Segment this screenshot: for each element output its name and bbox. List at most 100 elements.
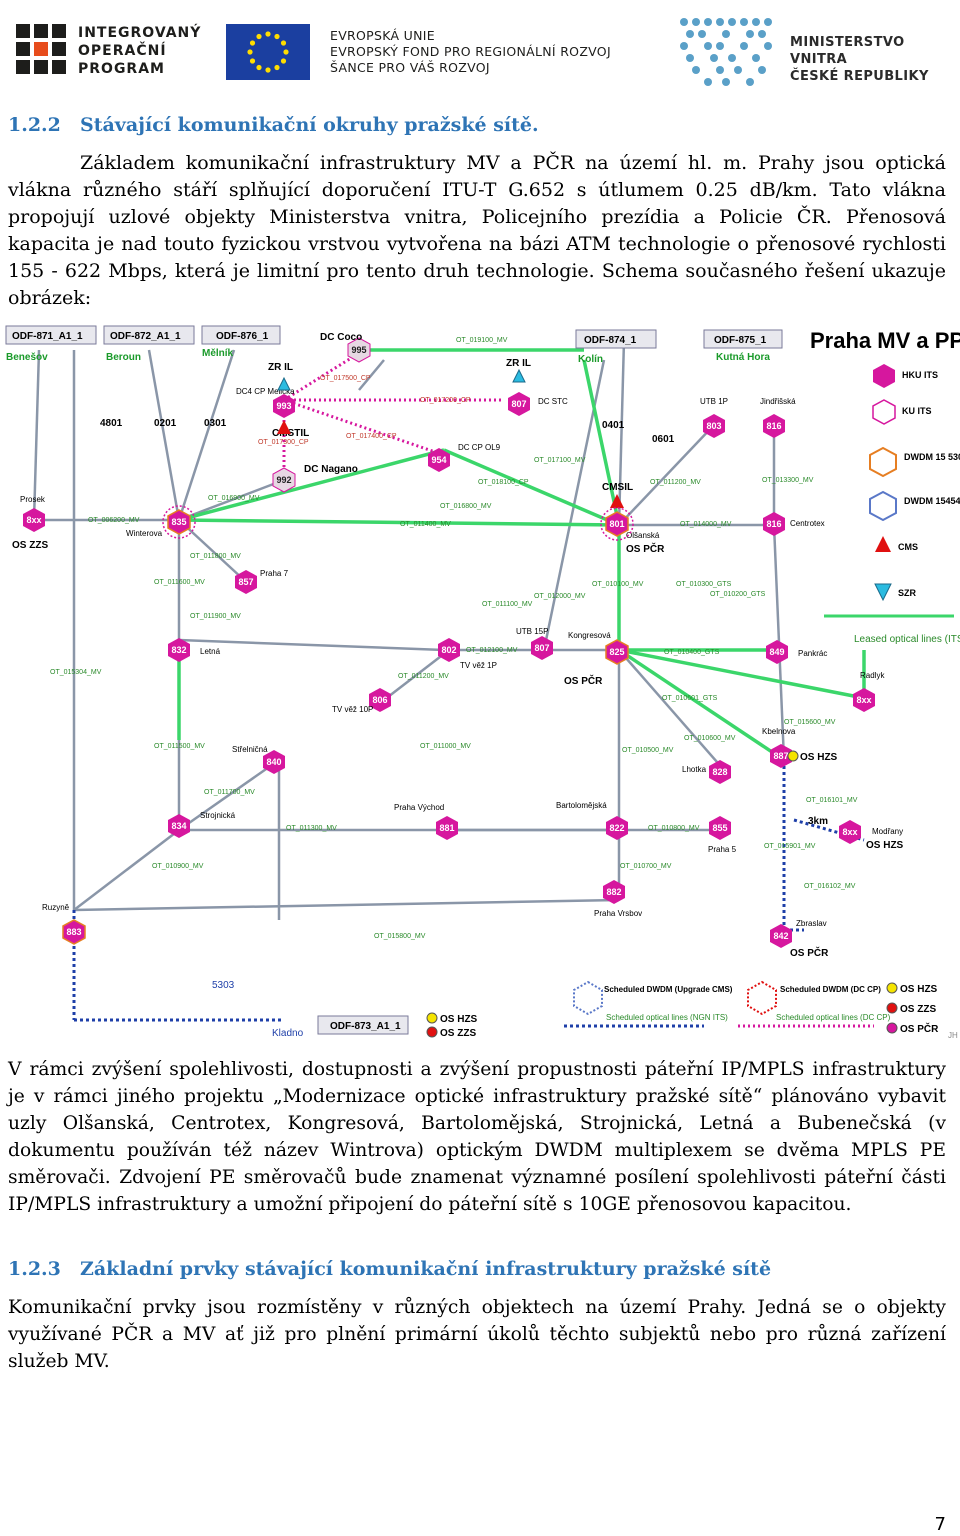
link-label: OT_015800_MV	[374, 933, 426, 940]
link-label: OT_017200_CP	[420, 397, 471, 404]
link-label: OT_010500_MV	[622, 747, 674, 754]
node-label: 807	[534, 643, 549, 653]
node-label: 883	[66, 927, 81, 937]
link-label: OT_015901_MV	[764, 843, 816, 850]
location-label: Prosek	[20, 495, 46, 504]
link-label: OT_016800_MV	[440, 503, 492, 510]
link-label: OT_018100_CP	[478, 479, 529, 486]
node-label: 832	[171, 645, 186, 655]
os-label: OS ZZS	[12, 540, 48, 551]
location-label: Praha 5	[708, 845, 737, 854]
legend: HKU ITS KU ITS DWDM 15 530 DWDM 15454 CM…	[824, 364, 960, 645]
location-label: Ruzyně	[42, 903, 70, 912]
node-label: 887	[773, 751, 788, 761]
node-label: 842	[773, 931, 788, 941]
link-label: OT_010601_GTS	[662, 695, 718, 702]
section-title: Stávající komunikační okruhy pražské sít…	[80, 114, 539, 136]
iop-line: OPERAČNÍ	[78, 43, 167, 59]
link-label: OT_019100_MV	[456, 337, 508, 344]
iop-line: PROGRAM	[78, 61, 165, 77]
iop-line: INTEGROVANÝ	[78, 25, 202, 41]
link-label: OT_015304_MV	[50, 669, 102, 676]
place-label: Kutná Hora	[716, 352, 770, 363]
node-label: 803	[706, 421, 721, 431]
mv-line: ČESKÉ REPUBLIKY	[790, 69, 929, 84]
location-label: Modřany	[872, 827, 903, 836]
mv-text: MINISTERSTVO VNITRA ČESKÉ REPUBLIKY	[790, 34, 950, 85]
location-label: DC STC	[538, 397, 568, 406]
iop-text: INTEGROVANÝ OPERAČNÍ PROGRAM	[78, 24, 201, 78]
location-label: Praha Vrsbov	[594, 909, 642, 918]
location-label: CMSIL	[602, 482, 633, 493]
location-label: Strojnická	[200, 811, 236, 820]
odf-label: ODF-873_A1_1	[330, 1021, 401, 1032]
eu-line: EVROPSKÝ FOND PRO REGIONÁLNÍ ROZVOJ	[330, 44, 611, 59]
link-label: OT_011500_MV	[154, 743, 205, 750]
location-label: DC Nagano	[304, 464, 358, 475]
legend-label: Leased optical lines (ITS)	[854, 634, 960, 645]
location-label: Kbelnova	[762, 727, 796, 736]
eu-line: EVROPSKÁ UNIE	[330, 28, 435, 43]
link-label: OT_015600_MV	[784, 719, 836, 726]
odf-label: ODF-875_1	[714, 335, 767, 346]
node-group: 835 993 992 995 954 807 801 803 816 816 …	[23, 337, 875, 948]
location-label: Střelničná	[232, 745, 268, 754]
number-label: 4801	[100, 418, 123, 429]
location-label: TV věž 10P	[332, 705, 373, 714]
odf-label: ODF-871_A1_1	[12, 331, 83, 342]
legend-label: DWDM 15454	[904, 496, 960, 506]
node-label: 834	[171, 821, 186, 831]
node-label: 816	[766, 519, 781, 529]
network-diagram: ODF-871_A1_1 ODF-872_A1_1 ODF-876_1 ODF-…	[4, 320, 960, 1044]
node-label: 816	[766, 421, 781, 431]
diagram-title: Praha MV a PP	[810, 328, 960, 353]
location-label: Lhotka	[682, 765, 707, 774]
location-label: UTB 15P	[516, 627, 548, 636]
node-label: 881	[439, 823, 454, 833]
link-label: OT_011300_MV	[286, 825, 337, 832]
legend-label: Scheduled DWDM (DC CP)	[780, 985, 881, 994]
link-label: OT_011900_MV	[190, 613, 241, 620]
legend-label: OS HZS	[900, 984, 938, 995]
odf-label: ODF-874_1	[584, 335, 637, 346]
link-label: OT_011700_MV	[204, 789, 255, 796]
node-label: 825	[609, 647, 624, 657]
link-label: OT_010600_MV	[684, 735, 736, 742]
node-label: 8xx	[26, 515, 41, 525]
odf-label: ODF-876_1	[216, 331, 269, 342]
link-label: OT_017400_CP	[346, 433, 397, 440]
link-label: OT_006200_MV	[88, 517, 140, 524]
legend-label: OS HZS	[440, 1014, 478, 1025]
place-label: Kladno	[272, 1028, 304, 1039]
eu-logo: EVROPSKÁ UNIE EVROPSKÝ FOND PRO REGIONÁL…	[226, 16, 626, 86]
location-label: 3km	[808, 816, 828, 827]
mv-line: MINISTERSTVO VNITRA	[790, 35, 905, 67]
legend-label: OS PČR	[900, 1022, 939, 1035]
location-label: DC Coco	[320, 332, 362, 343]
legend-label: CMS	[898, 542, 918, 552]
link-label: OT_010100_MV	[592, 581, 644, 588]
paragraph-2: V rámci zvýšení spolehlivosti, dostupnos…	[8, 1059, 946, 1215]
link-label: OT_011000_MV	[420, 743, 471, 750]
node-label: 822	[609, 823, 624, 833]
os-label: OS PČR	[790, 946, 829, 959]
section-number: 1.2.2	[8, 114, 61, 136]
os-label: OS PČR	[626, 542, 665, 555]
mv-logo: MINISTERSTVO VNITRA ČESKÉ REPUBLIKY	[640, 6, 950, 96]
link-label: OT_011800_MV	[190, 553, 241, 560]
location-label: DC CP OL9	[458, 443, 501, 452]
section-title: Základní prvky stávající komunikační inf…	[80, 1258, 772, 1280]
location-label: Centrotex	[790, 519, 825, 528]
legend-label: HKU ITS	[902, 370, 938, 380]
link-label: OT_010800_MV	[648, 825, 700, 832]
legend-label: OS ZZS	[440, 1028, 476, 1039]
location-label: DC4 CP Melicka	[236, 387, 295, 396]
node-label: 993	[276, 401, 291, 411]
eu-line: ŠANCE PRO VÁŠ ROZVOJ	[330, 60, 490, 75]
bottom-legend: Scheduled DWDM (Upgrade CMS) Scheduled o…	[426, 980, 958, 1040]
number-label: 5303	[212, 980, 235, 991]
node-label: 8xx	[842, 827, 857, 837]
legend-label: DWDM 15 530	[904, 452, 960, 462]
os-label: OS HZS	[866, 840, 904, 851]
iop-grid-icon	[16, 24, 66, 74]
